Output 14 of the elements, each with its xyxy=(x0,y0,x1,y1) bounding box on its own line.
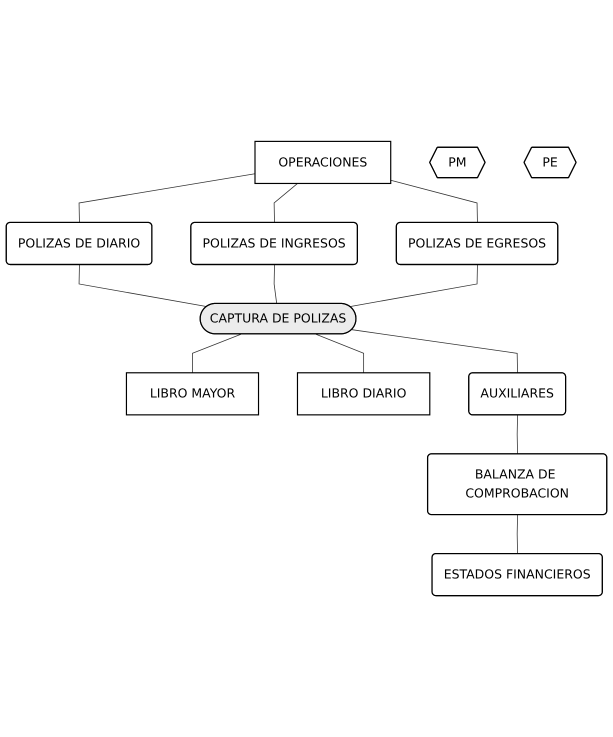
node-box: OPERACIONES xyxy=(254,140,392,184)
connector xyxy=(274,183,298,224)
node-box: LIBRO MAYOR xyxy=(126,372,260,416)
node-box: LIBRO DIARIO xyxy=(296,372,430,416)
connector xyxy=(516,414,518,455)
connector xyxy=(78,173,256,224)
connector xyxy=(390,180,478,224)
connector xyxy=(316,334,364,374)
connector xyxy=(192,334,242,374)
connector xyxy=(349,264,478,307)
connector xyxy=(78,264,208,307)
connector xyxy=(274,264,278,304)
connector xyxy=(352,329,518,374)
connector xyxy=(516,514,518,554)
